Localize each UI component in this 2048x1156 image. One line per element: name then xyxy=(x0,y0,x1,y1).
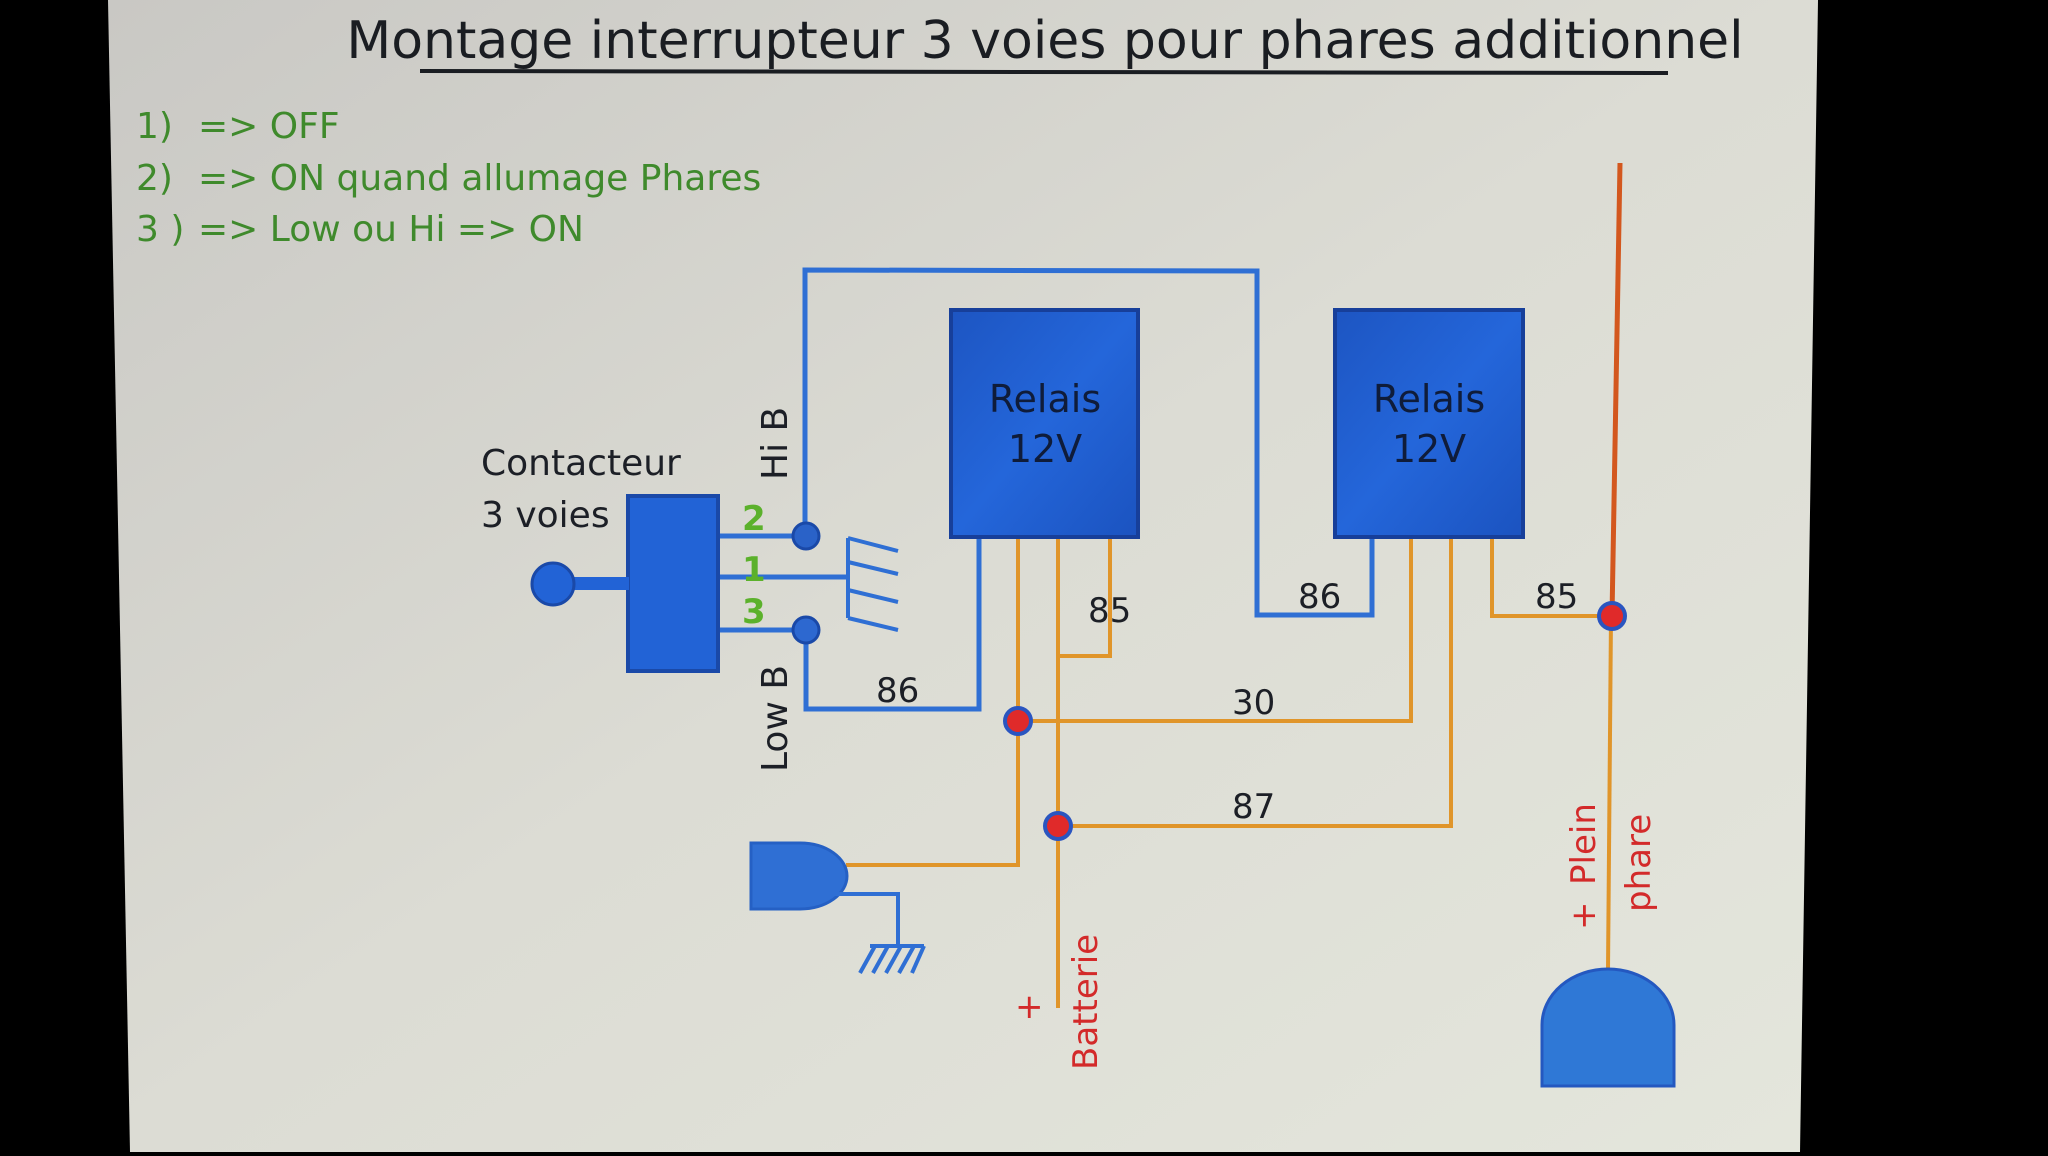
legend-item-1-text: => OFF xyxy=(198,106,340,147)
three-way-switch[interactable] xyxy=(530,494,720,673)
legend: 1) => OFF 2) => ON quand allumage Phares… xyxy=(136,106,761,250)
legend-item-3-num: 3 ) xyxy=(136,209,184,250)
battery-plus-sign: + xyxy=(1015,987,1044,1027)
relay-2-label-line2: 12V xyxy=(1392,427,1466,471)
relay-2-label-line1: Relais xyxy=(1373,377,1485,421)
wire-relay1-85 xyxy=(1058,538,1112,658)
high-beam-label-line2: phare xyxy=(1619,814,1659,912)
legend-item-2-text: => ON quand allumage Phares xyxy=(198,158,761,199)
battery-label: Batterie xyxy=(1066,934,1106,1070)
low-beam-label: Low B xyxy=(755,665,796,772)
low-beam-terminal-node xyxy=(791,615,821,645)
legend-item-3-text: => Low ou Hi => ON xyxy=(198,209,584,250)
relay2-pin-85-label: 85 xyxy=(1535,577,1578,617)
pin-87-label: 87 xyxy=(1232,787,1275,827)
relay1-pin-86-label: 86 xyxy=(876,671,919,711)
wire-relay1-30-to-horn xyxy=(846,538,1020,867)
junction-node xyxy=(1597,601,1627,631)
switch-position-3: 3 xyxy=(742,592,766,632)
headlamp-symbol xyxy=(1540,967,1676,1088)
relay-1: Relais 12V xyxy=(949,308,1140,539)
switch-position-2: 2 xyxy=(742,499,766,539)
high-beam-feed-upper xyxy=(1609,162,1623,617)
relay1-pin-85-label: 85 xyxy=(1088,591,1131,631)
wire-hi-beam-to-relay2-86 xyxy=(802,267,1375,618)
switch-lever[interactable] xyxy=(565,577,629,590)
page-title: Montage interrupteur 3 voies pour phares… xyxy=(346,11,1743,71)
junction-node xyxy=(1003,706,1033,736)
high-beam-feed-lower xyxy=(1606,615,1613,971)
title-underline xyxy=(419,69,1669,75)
junction-node xyxy=(1043,811,1073,841)
ground-symbol-switch xyxy=(846,536,899,632)
ground-symbol-lamp xyxy=(835,892,926,974)
hi-beam-terminal-node xyxy=(791,521,821,551)
legend-item-2-num: 2) xyxy=(136,158,173,199)
wire-30 xyxy=(1018,538,1413,723)
slide-background xyxy=(108,0,1818,1152)
legend-item-1-num: 1) xyxy=(136,106,173,147)
high-beam-plus-label: + xyxy=(1564,902,1604,931)
relay-1-label-line1: Relais xyxy=(989,377,1101,421)
lamp-symbol-left xyxy=(749,841,849,911)
relay-1-label-line2: 12V xyxy=(1008,427,1082,471)
relay2-pin-86-label: 86 xyxy=(1298,577,1341,617)
switch-position-1: 1 xyxy=(742,550,766,590)
switch-label-line1: Contacteur xyxy=(481,443,681,484)
wire-87 xyxy=(1058,538,1453,828)
high-beam-label-line1: Plein xyxy=(1564,803,1604,885)
switch-knob[interactable] xyxy=(530,561,576,607)
switch-body[interactable] xyxy=(626,494,720,673)
pin-30-label: 30 xyxy=(1232,683,1275,723)
relay-2: Relais 12V xyxy=(1333,308,1525,539)
wire-relay2-85 xyxy=(1490,538,1612,618)
switch-label-line2: 3 voies xyxy=(481,495,610,536)
hi-beam-label: Hi B xyxy=(755,407,796,480)
wire-low-beam-to-relay1-86 xyxy=(803,538,982,712)
